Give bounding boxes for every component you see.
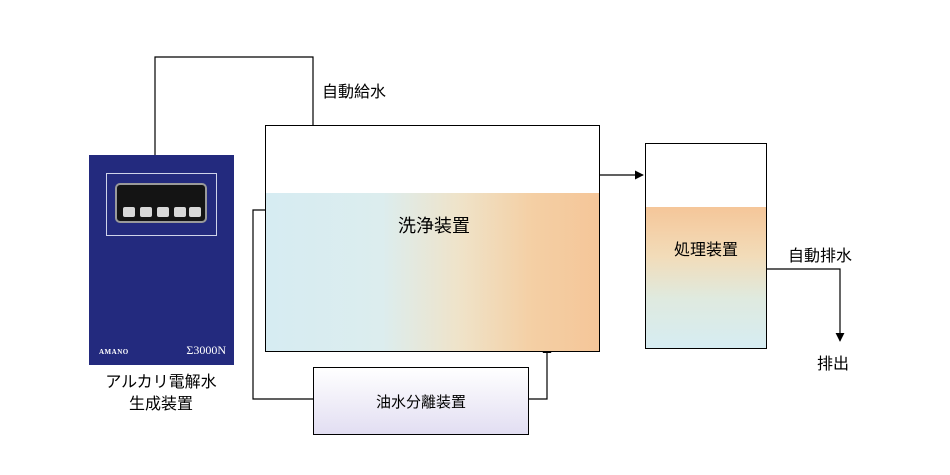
wash-tank-water (266, 193, 599, 351)
display-screen (115, 183, 207, 223)
panel-button (123, 207, 135, 217)
model-number: Σ3000N (186, 343, 226, 357)
auto-drain-line (767, 268, 845, 342)
control-panel (106, 173, 217, 236)
discharge-label: 排出 (817, 354, 850, 373)
panel-button (157, 207, 169, 217)
generator-caption-line2: 生成装置 (128, 394, 193, 413)
brand-logo: AMANO (99, 348, 129, 356)
panel-button (189, 207, 201, 217)
generator-caption: アルカリ電解水 生成装置 (105, 371, 216, 415)
treatment-tank (645, 143, 767, 349)
oil-water-separator (313, 367, 529, 435)
treatment-unit-label: 処理装置 (673, 240, 739, 259)
wash-unit-label: 洗浄装置 (398, 216, 470, 237)
separator-return-line (529, 344, 552, 400)
wash-to-separator-line (252, 209, 313, 400)
separator-label: 油水分離装置 (375, 393, 467, 411)
auto-supply-line (154, 56, 318, 191)
alkaline-water-generator: AMANO Σ3000N (89, 155, 234, 365)
panel-button (140, 207, 152, 217)
generator-caption-line1: アルカリ電解水 (105, 372, 217, 391)
treatment-tank-water (646, 207, 766, 348)
auto-supply-label: 自動給水 (322, 82, 387, 101)
wash-tank (265, 125, 600, 352)
auto-drain-label: 自動排水 (788, 246, 853, 265)
panel-button (174, 207, 186, 217)
